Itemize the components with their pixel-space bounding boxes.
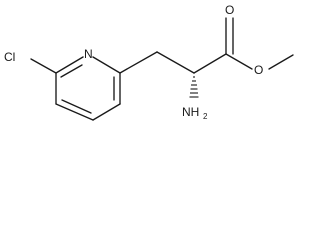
chemical-structure-diagram: Cl N O O NH 2: [4, 3, 294, 121]
bond-ch2-calpha: [156, 51, 195, 74]
bond-c6-cl: [30, 58, 57, 74]
atom-label-cl: Cl: [4, 50, 15, 64]
bond-c6-n1: [55, 56, 84, 74]
bond-oester-methyl: [268, 54, 294, 70]
atom-label-ring-n: N: [84, 47, 93, 61]
bond-n1-c2: [92, 56, 121, 74]
bond-c6-n1-double: [60, 64, 83, 78]
hashed-wedge-bond: [189, 76, 199, 98]
bond-carbonyl-oester: [225, 53, 253, 70]
bond-c4-c5: [55, 103, 94, 121]
pyridine-ring: [55, 56, 121, 121]
atom-label-ester-o: O: [254, 63, 263, 77]
bond-c3-c4: [92, 103, 121, 121]
atom-label-amine: NH: [182, 105, 199, 119]
bond-c2-ch2: [119, 51, 158, 74]
atom-label-carbonyl-o: O: [225, 3, 234, 17]
bond-calpha-carbonyl: [193, 53, 227, 74]
bond-c4-c5-double: [61, 99, 92, 114]
atom-label-amine-subscript: 2: [203, 112, 208, 121]
